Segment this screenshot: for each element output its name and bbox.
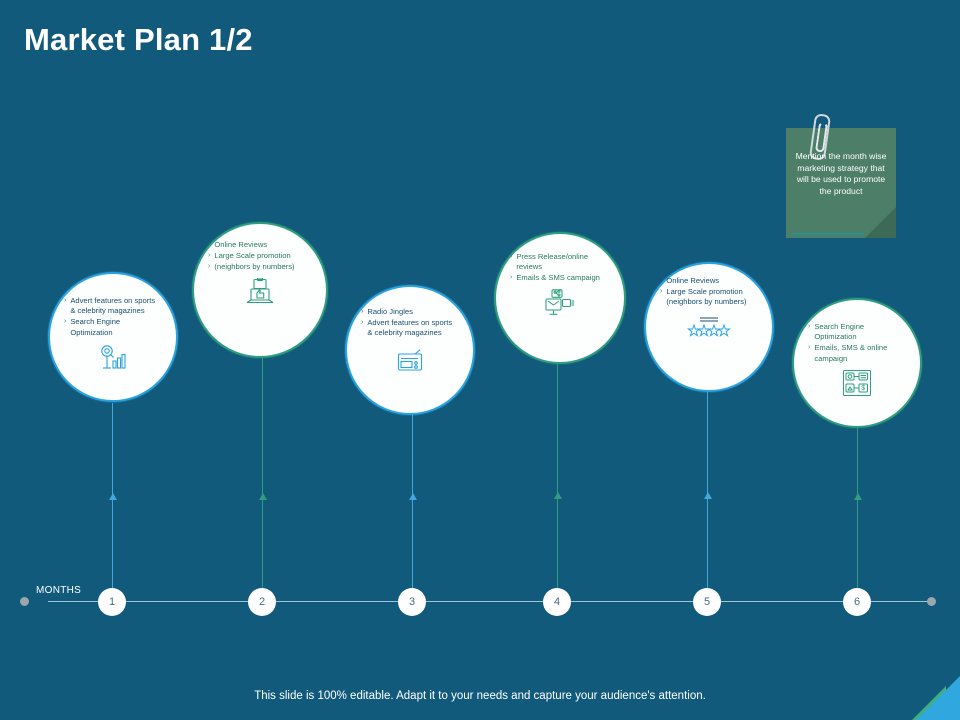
star-rating-icon — [686, 315, 732, 342]
chevron-right-icon: › — [510, 253, 513, 260]
timeline-node-label: 3 — [408, 596, 416, 608]
list-item-label: Press Release/online reviews — [516, 252, 589, 272]
chevron-right-icon: › — [808, 323, 811, 330]
timeline-end-dot — [927, 597, 936, 606]
timeline-node-5[interactable]: 5 — [693, 588, 721, 616]
list-item: › Online Reviews — [208, 240, 312, 250]
list-item-label: Radio Jingles — [367, 307, 413, 316]
milestone-bubble-6[interactable]: › Search Engine Optimization › Emails, S… — [792, 298, 922, 428]
chevron-right-icon: › — [208, 241, 211, 248]
milestone-bubble-1[interactable]: › Advert features on sports & celebrity … — [48, 272, 178, 402]
list-item-label: Large Scale promotion — [214, 251, 291, 261]
list-item-label: Search Engine Optimization — [70, 317, 121, 337]
list-item: › Advert features on sports & celebrity … — [64, 296, 162, 316]
connector-2 — [258, 358, 267, 590]
connector-3 — [408, 413, 417, 590]
timeline-start-dot — [20, 597, 29, 606]
list-item: › Radio Jingles — [361, 307, 459, 317]
timeline-node-label: 6 — [853, 596, 861, 608]
chevron-right-icon: › — [208, 252, 211, 260]
timeline-node-label: 5 — [703, 596, 711, 608]
timeline-node-2[interactable]: 2 — [248, 588, 276, 616]
milestone-bubble-3[interactable]: › Radio Jingles › Advert features on spo… — [345, 285, 475, 415]
connector-6 — [853, 425, 862, 590]
connector-4 — [553, 360, 562, 590]
chevron-right-icon: › — [208, 263, 211, 271]
connector-stem — [557, 360, 558, 590]
connector-stem — [707, 392, 708, 590]
list-item-label: Online Reviews — [214, 240, 268, 249]
connector-stem — [857, 425, 858, 590]
bullet-list: › Press Release/online reviews › Emails … — [496, 252, 624, 285]
chevron-right-icon: › — [660, 288, 663, 296]
list-item: › (neighbors by numbers) — [208, 262, 312, 272]
arrow-up-icon — [108, 493, 117, 500]
footer-text: This slide is 100% editable. Adapt it to… — [254, 690, 706, 702]
list-item-label: Online Reviews — [666, 276, 720, 285]
list-item: › Large Scale promotion (neighbors by nu… — [660, 287, 758, 307]
connector-stem — [412, 413, 413, 590]
marketing-network-icon: $ — [842, 369, 872, 402]
chevron-right-icon: › — [64, 297, 67, 304]
list-item-label: Large Scale promotion (neighbors by numb… — [666, 287, 747, 307]
arrow-up-icon — [553, 492, 562, 499]
page-title: Market Plan 1/2 — [24, 22, 253, 57]
bullet-list: › Radio Jingles › Advert features on spo… — [347, 307, 473, 340]
sticky-note-underline — [792, 233, 864, 235]
timeline-node-4[interactable]: 4 — [543, 588, 571, 616]
chevron-right-icon: › — [361, 319, 364, 327]
list-item: › Press Release/online reviews — [510, 252, 610, 272]
list-item: › Advert features on sports & celebrity … — [361, 318, 459, 338]
timeline-node-6[interactable]: 6 — [843, 588, 871, 616]
list-item-label: Emails & SMS campaign — [516, 273, 600, 283]
milestone-bubble-4[interactable]: › Press Release/online reviews › Emails … — [494, 232, 626, 364]
list-item: › Search Engine Optimization — [808, 322, 906, 342]
chevron-right-icon: › — [64, 318, 67, 326]
list-item-label: (neighbors by numbers) — [214, 262, 295, 272]
timeline-node-label: 1 — [108, 596, 116, 608]
connector-5 — [703, 392, 712, 590]
timeline-node-1[interactable]: 1 — [98, 588, 126, 616]
list-item: › Large Scale promotion — [208, 251, 312, 261]
timeline-node-label: 2 — [258, 596, 266, 608]
list-item-label: Search Engine Optimization — [814, 322, 865, 342]
list-item-label: Advert features on sports & celebrity ma… — [367, 318, 453, 338]
timeline-node-3[interactable]: 3 — [398, 588, 426, 616]
share-email-monitor-icon — [544, 288, 576, 322]
arrow-up-icon — [853, 493, 862, 500]
laptop-thumbs-up-icon — [245, 277, 275, 311]
timeline-axis — [48, 601, 934, 602]
arrow-up-icon — [408, 493, 417, 500]
chevron-right-icon: › — [808, 344, 811, 352]
bullet-list: › Online Reviews › Large Scale promotion… — [194, 240, 326, 274]
list-item: › Search Engine Optimization — [64, 317, 162, 337]
search-analytics-icon — [98, 343, 128, 376]
bullet-list: › Online Reviews › Large Scale promotion… — [646, 276, 772, 309]
list-item-label: Advert features on sports & celebrity ma… — [70, 296, 156, 316]
svg-text:$: $ — [861, 385, 865, 392]
sticky-note-body — [786, 128, 896, 238]
bullet-list: › Search Engine Optimization › Emails, S… — [794, 322, 920, 365]
timeline-node-label: 4 — [553, 596, 561, 608]
timeline-axis-label: MONTHS — [36, 585, 82, 596]
list-item-label: Emails, SMS & online campaign — [814, 343, 888, 363]
chevron-right-icon: › — [660, 277, 663, 284]
sticky-note[interactable]: Mention the month wise marketing strateg… — [786, 113, 896, 238]
milestone-bubble-5[interactable]: › Online Reviews › Large Scale promotion… — [644, 262, 774, 392]
chevron-right-icon: › — [510, 274, 513, 282]
connector-1 — [108, 403, 117, 590]
corner-triangle-blue — [916, 676, 960, 720]
sticky-note-text: Mention the month wise marketing strateg… — [795, 151, 887, 196]
chevron-right-icon: › — [361, 308, 364, 315]
list-item: › Emails, SMS & online campaign — [808, 343, 906, 363]
bullet-list: › Advert features on sports & celebrity … — [50, 296, 176, 339]
connector-stem — [262, 358, 263, 590]
list-item: › Emails & SMS campaign — [510, 273, 610, 283]
arrow-up-icon — [258, 493, 267, 500]
list-item: › Online Reviews — [660, 276, 758, 286]
arrow-up-icon — [703, 492, 712, 499]
corner-decoration — [880, 674, 960, 720]
milestone-bubble-2[interactable]: › Online Reviews › Large Scale promotion… — [192, 222, 328, 358]
radio-icon — [396, 348, 424, 378]
